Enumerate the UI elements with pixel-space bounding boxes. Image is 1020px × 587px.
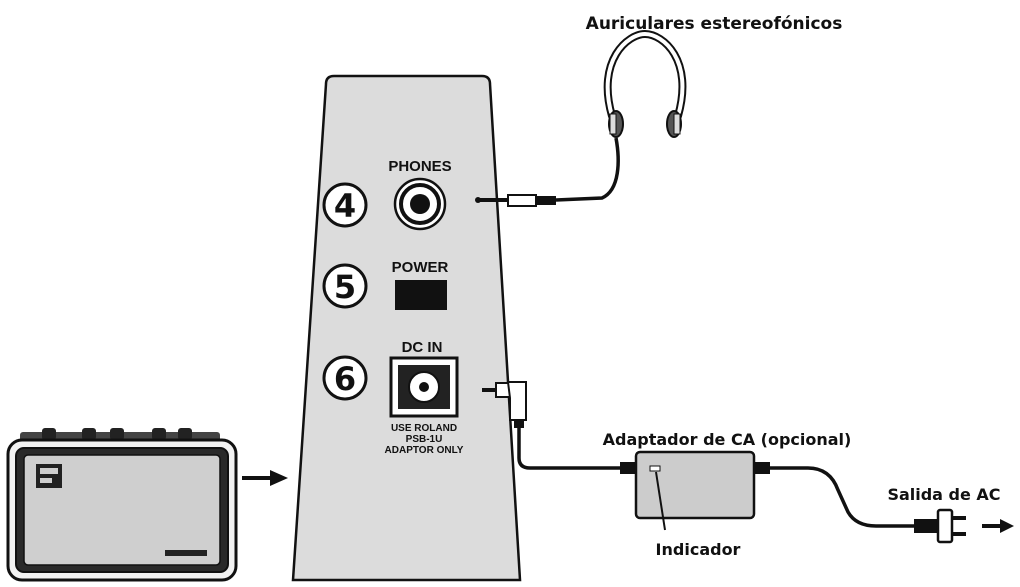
dc-plug (482, 381, 527, 428)
dc-in-label: DC IN (402, 339, 443, 356)
outlet-arrow (982, 519, 1014, 533)
outlet-label: Salida de AC (887, 485, 1000, 504)
warning-line-1: USE ROLAND (391, 423, 457, 434)
power-switch (395, 280, 447, 310)
number-5-badge: 5 (322, 263, 368, 309)
adapter-strain-right (754, 462, 770, 474)
number-4: 4 (334, 187, 356, 225)
dc-cable (517, 428, 622, 470)
indicator-label: Indicador (656, 540, 741, 559)
dc-in-jack (389, 356, 459, 418)
number-6: 6 (334, 360, 356, 398)
headphone-plug (475, 194, 556, 207)
adapter-label: Adaptador de CA (opcional) (603, 430, 852, 449)
amp-to-panel-arrow (242, 470, 288, 486)
indicator-leader (655, 471, 666, 531)
number-5: 5 (334, 268, 356, 306)
amplifier (6, 428, 238, 582)
ac-cable (770, 466, 916, 528)
headphones-label: Auriculares estereofónicos (586, 14, 843, 34)
ac-adapter (634, 450, 756, 520)
power-label: POWER (392, 259, 449, 276)
warning-line-2: PSB-1U (406, 434, 443, 445)
number-4-badge: 4 (322, 182, 368, 228)
amp-grille (23, 454, 221, 566)
ac-plug (914, 508, 966, 544)
warning-line-3: ADAPTOR ONLY (385, 445, 464, 456)
amp-logo (36, 464, 62, 488)
amp-badge (165, 550, 207, 556)
rear-panel (291, 74, 522, 582)
number-6-badge: 6 (322, 355, 368, 401)
adapter-strain-left (620, 462, 636, 474)
phones-jack (393, 177, 447, 231)
adapter-indicator-light (649, 465, 661, 472)
headphones (555, 29, 687, 202)
phones-label: PHONES (388, 158, 451, 175)
